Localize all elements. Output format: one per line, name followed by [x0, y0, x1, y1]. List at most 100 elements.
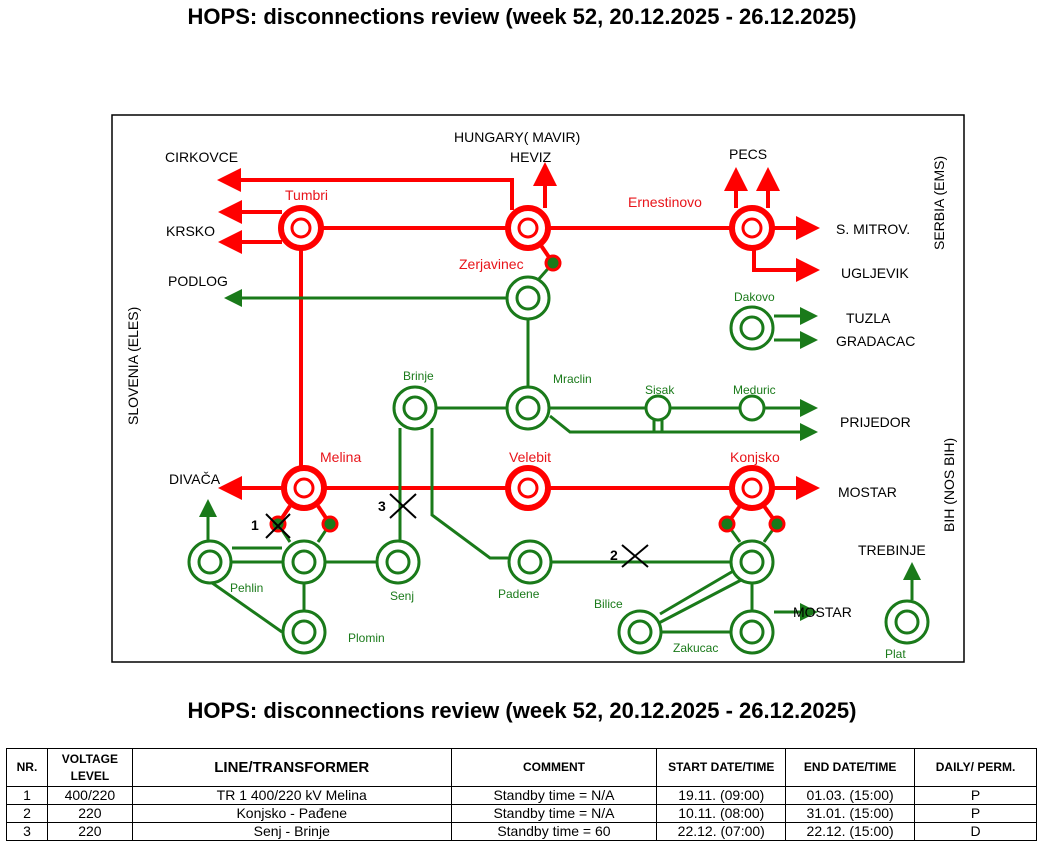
- label-tumbri: Tumbri: [285, 187, 328, 203]
- label-zerjavinec: Zerjavinec: [459, 256, 524, 272]
- label-gradacac: GRADACAC: [836, 333, 915, 349]
- cell-comment: Standby time = N/A: [450, 786, 658, 805]
- table-title: HOPS: disconnections review (week 52, 20…: [187, 698, 857, 723]
- cell-comment: Standby time = N/A: [450, 804, 658, 823]
- label-divaca: DIVAČA: [169, 471, 221, 487]
- col-end: END DATE/TIME: [785, 748, 916, 787]
- col-line: LINE/TRANSFORMER: [131, 748, 452, 787]
- substation-dakovo: [729, 305, 775, 351]
- label-konjsko: Konjsko: [730, 449, 780, 465]
- region-serbia: SERBIA (EMS): [931, 156, 947, 250]
- substation-zerjavinec: [505, 275, 551, 321]
- label-mostar-1: MOSTAR: [838, 484, 897, 500]
- label-trebinje: TREBINJE: [858, 542, 926, 558]
- cross-icon: [265, 513, 291, 539]
- label-plat: Plat: [885, 647, 906, 661]
- label-meduric: Meduric: [733, 383, 776, 397]
- cross-icon: [389, 493, 417, 519]
- label-velebit: Velebit: [509, 449, 551, 465]
- substation-zakucac: [729, 609, 775, 655]
- label-tuzla: TUZLA: [846, 310, 891, 326]
- substation-tumbri[interactable]: [278, 205, 324, 251]
- substation-melina[interactable]: [281, 465, 327, 511]
- label-heviz: HEVIZ: [510, 149, 552, 165]
- label-mostar-2: MOSTAR: [793, 604, 852, 620]
- label-dakovo: Dakovo: [734, 290, 775, 304]
- substation-mraclin: [505, 385, 551, 431]
- network-diagram: 1 2 3 HUNGARY( MAVIR) SERBIA (EMS) SLOVE…: [111, 114, 965, 663]
- cell-nr: 1: [6, 786, 48, 805]
- label-ugljevik: UGLJEVIK: [841, 265, 909, 281]
- cell-nr: 2: [6, 804, 48, 823]
- label-cirkovce: CIRKOVCE: [165, 149, 238, 165]
- label-podlog: PODLOG: [168, 273, 228, 289]
- region-bih: BIH (NOS BIH): [941, 438, 957, 532]
- col-nr: NR.: [6, 748, 48, 787]
- marker-3: 3: [378, 498, 386, 514]
- substation-meduric: [738, 394, 766, 422]
- substation-velebit[interactable]: [505, 465, 551, 511]
- diagram-frame: [111, 114, 965, 663]
- label-pecs: PECS: [729, 146, 767, 162]
- cell-line: Konjsko - Pađene: [131, 804, 452, 823]
- substation-bilice: [617, 609, 663, 655]
- cell-start: 22.12. (07:00): [656, 822, 787, 841]
- cell-voltage: 220: [46, 822, 133, 841]
- label-padene: Padene: [498, 587, 540, 601]
- cell-type: P: [914, 804, 1037, 823]
- region-hungary: HUNGARY( MAVIR): [454, 129, 580, 145]
- label-zakucac: Zakucac: [673, 641, 718, 655]
- substation-ernestinovo[interactable]: [729, 205, 775, 251]
- table-header-row: NR. VOLTAGE LEVEL LINE/TRANSFORMER COMME…: [6, 748, 1037, 787]
- cell-line: Senj - Brinje: [131, 822, 452, 841]
- cell-type: P: [914, 786, 1037, 805]
- label-plomin: Plomin: [348, 631, 385, 645]
- marker-1: 1: [251, 517, 259, 533]
- substation-konjsko[interactable]: [729, 465, 775, 511]
- cell-voltage: 220: [46, 804, 133, 823]
- col-start: START DATE/TIME: [656, 748, 787, 787]
- substation-senj: [375, 539, 421, 585]
- col-comment: COMMENT: [450, 748, 658, 787]
- disconnections-table: NR. VOLTAGE LEVEL LINE/TRANSFORMER COMME…: [6, 748, 1037, 841]
- cell-type: D: [914, 822, 1037, 841]
- 220kv-substations: [187, 275, 930, 655]
- page-title: HOPS: disconnections review (week 52, 20…: [187, 4, 857, 29]
- substation-melina-220: [281, 539, 327, 585]
- label-pehlin: Pehlin: [230, 581, 263, 595]
- cell-end: 01.03. (15:00): [785, 786, 916, 805]
- cell-start: 10.11. (08:00): [656, 804, 787, 823]
- substation-konjsko-220: [729, 539, 775, 585]
- cell-end: 31.01. (15:00): [785, 804, 916, 823]
- col-daily-perm: DAILY/ PERM.: [914, 748, 1037, 787]
- label-bilice: Bilice: [594, 597, 623, 611]
- label-mraclin: Mraclin: [553, 372, 592, 386]
- label-senj: Senj: [390, 589, 414, 603]
- substation-pehlin: [187, 539, 233, 585]
- cell-line: TR 1 400/220 kV Melina: [131, 786, 452, 805]
- label-brinje: Brinje: [403, 369, 434, 383]
- col-voltage: VOLTAGE LEVEL: [46, 748, 133, 787]
- 400kv-substations: [278, 205, 775, 511]
- cell-nr: 3: [6, 822, 48, 841]
- region-slovenia: SLOVENIA (ELES): [125, 307, 141, 425]
- label-melina: Melina: [320, 449, 361, 465]
- cross-icon: [621, 544, 649, 568]
- cell-end: 22.12. (15:00): [785, 822, 916, 841]
- 400kv-lines: [217, 162, 820, 526]
- substation-brinje: [392, 385, 438, 431]
- marker-2: 2: [610, 547, 618, 563]
- label-krsko: KRSKO: [166, 223, 215, 239]
- transformer-dots: [269, 254, 786, 533]
- cell-comment: Standby time = 60: [450, 822, 658, 841]
- cell-start: 19.11. (09:00): [656, 786, 787, 805]
- cell-voltage: 400/220: [46, 786, 133, 805]
- substation-plomin: [281, 609, 327, 655]
- substation-heviz-node[interactable]: [505, 205, 551, 251]
- substation-padene: [507, 539, 553, 585]
- label-s-mitrov: S. MITROV.: [836, 221, 910, 237]
- disconnection-marks: [265, 493, 649, 568]
